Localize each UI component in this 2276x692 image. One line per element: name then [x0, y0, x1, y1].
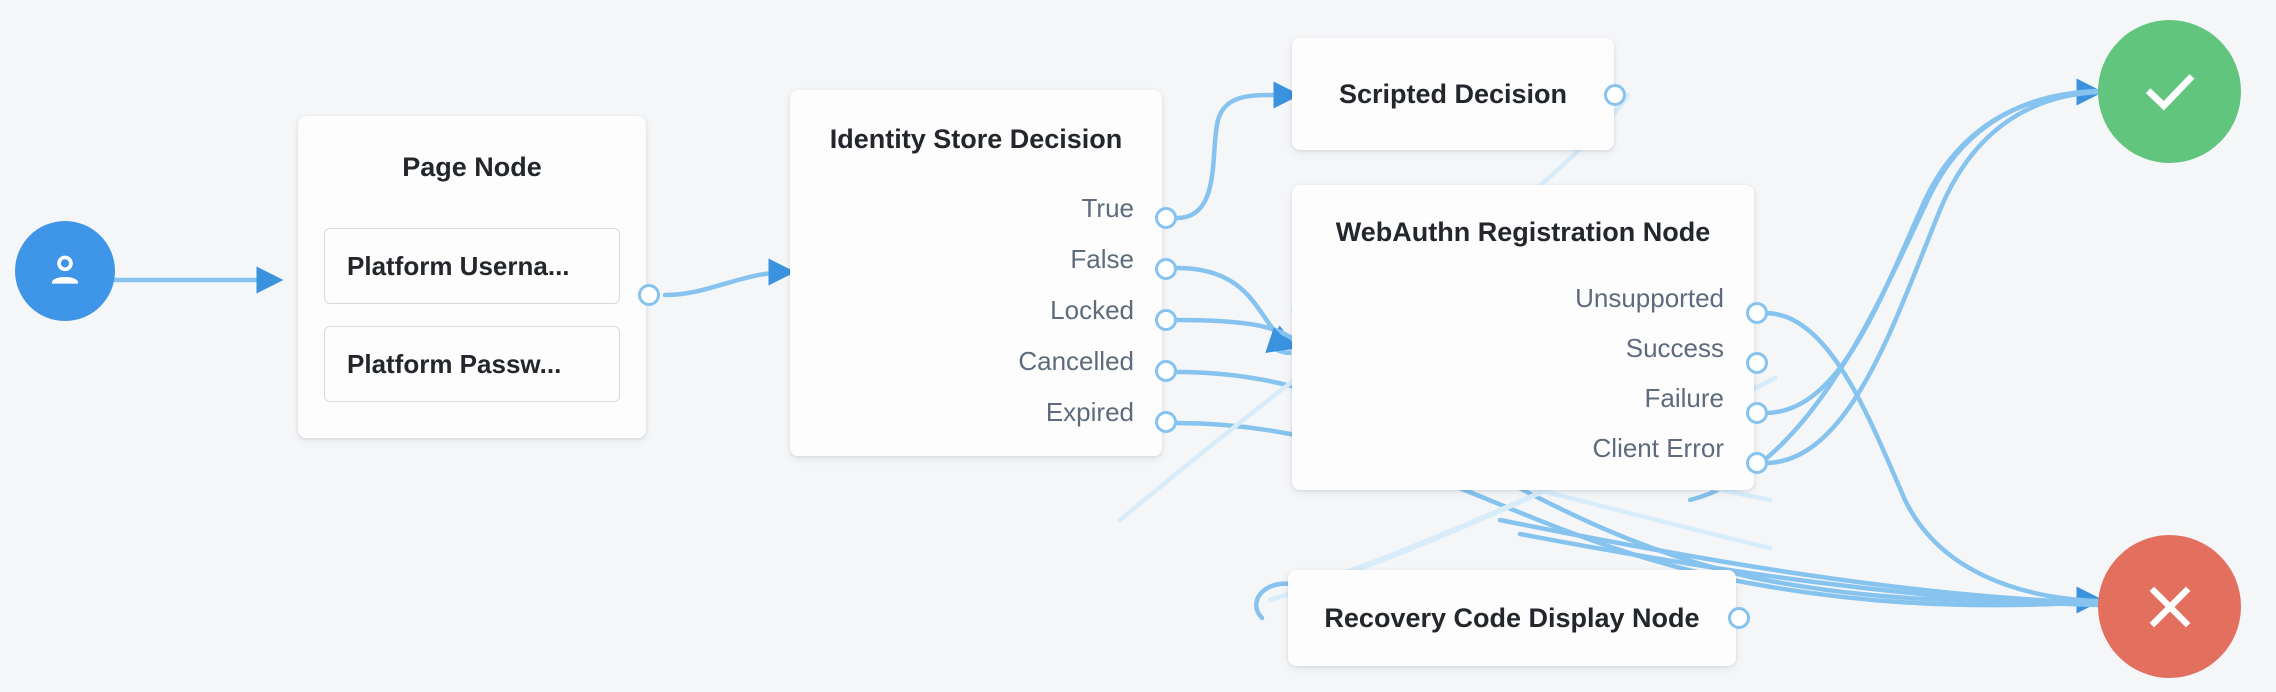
identity-store-output-connector-false[interactable] [1155, 258, 1177, 280]
check-icon [2145, 73, 2194, 110]
user-icon [51, 255, 79, 284]
page-node[interactable]: Page Node Platform Userna... Platform Pa… [298, 116, 646, 438]
recovery-code-display-output-connector[interactable] [1728, 607, 1750, 629]
output-label: Unsupported [1575, 283, 1724, 313]
webauthn-output-connector-client-error[interactable] [1746, 452, 1768, 474]
output-row-false: False [1070, 242, 1134, 276]
output-row-success: Success [1626, 331, 1724, 365]
webauthn-output-connector-unsupported[interactable] [1746, 302, 1768, 324]
identity-store-output-connector-true[interactable] [1155, 207, 1177, 229]
callback-platform-username[interactable]: Platform Userna... [324, 228, 620, 304]
recovery-code-display-title: Recovery Code Display Node [1324, 603, 1700, 633]
output-label: Expired [1045, 397, 1134, 427]
scripted-decision-output-connector[interactable] [1604, 84, 1626, 106]
page-node-output-connector[interactable] [638, 284, 660, 306]
output-row-locked: Locked [1050, 293, 1134, 327]
failure-end-node[interactable] [2098, 535, 2241, 678]
callback-label: Platform Passw... [347, 348, 562, 379]
webauthn-registration-title: WebAuthn Registration Node [1335, 217, 1711, 247]
cross-icon [2149, 586, 2190, 627]
callback-platform-password[interactable]: Platform Passw... [324, 326, 620, 402]
webauthn-output-connector-failure[interactable] [1746, 402, 1768, 424]
callback-label: Platform Userna... [347, 250, 570, 281]
output-label: False [1070, 244, 1134, 274]
output-label: Client Error [1592, 433, 1724, 463]
output-row-unsupported: Unsupported [1575, 281, 1724, 315]
webauthn-output-connector-success[interactable] [1746, 352, 1768, 374]
webauthn-registration-node[interactable]: WebAuthn Registration Node Unsupported S… [1292, 185, 1754, 490]
output-label: True [1081, 193, 1135, 223]
start-node[interactable] [15, 221, 115, 321]
scripted-decision-title: Scripted Decision [1338, 79, 1568, 109]
identity-store-output-connector-cancelled[interactable] [1155, 360, 1177, 382]
identity-store-output-connector-expired[interactable] [1155, 411, 1177, 433]
output-row-true: True [1082, 191, 1135, 225]
output-label: Locked [1050, 295, 1134, 325]
output-row-cancelled: Cancelled [1018, 344, 1134, 378]
scripted-decision-node[interactable]: Scripted Decision [1292, 38, 1614, 150]
output-row-failure: Failure [1645, 381, 1724, 415]
success-end-node[interactable] [2098, 20, 2241, 163]
output-row-client-error: Client Error [1593, 431, 1724, 465]
identity-store-decision-node[interactable]: Identity Store Decision True False Locke… [790, 90, 1162, 456]
output-label: Cancelled [1018, 346, 1134, 376]
output-label: Success [1625, 333, 1724, 363]
identity-store-decision-title: Identity Store Decision [829, 124, 1123, 154]
page-node-title: Page Node [402, 152, 542, 182]
recovery-code-display-node[interactable]: Recovery Code Display Node [1288, 570, 1736, 666]
identity-store-output-connector-locked[interactable] [1155, 309, 1177, 331]
output-row-expired: Expired [1046, 395, 1134, 429]
output-label: Failure [1644, 383, 1724, 413]
